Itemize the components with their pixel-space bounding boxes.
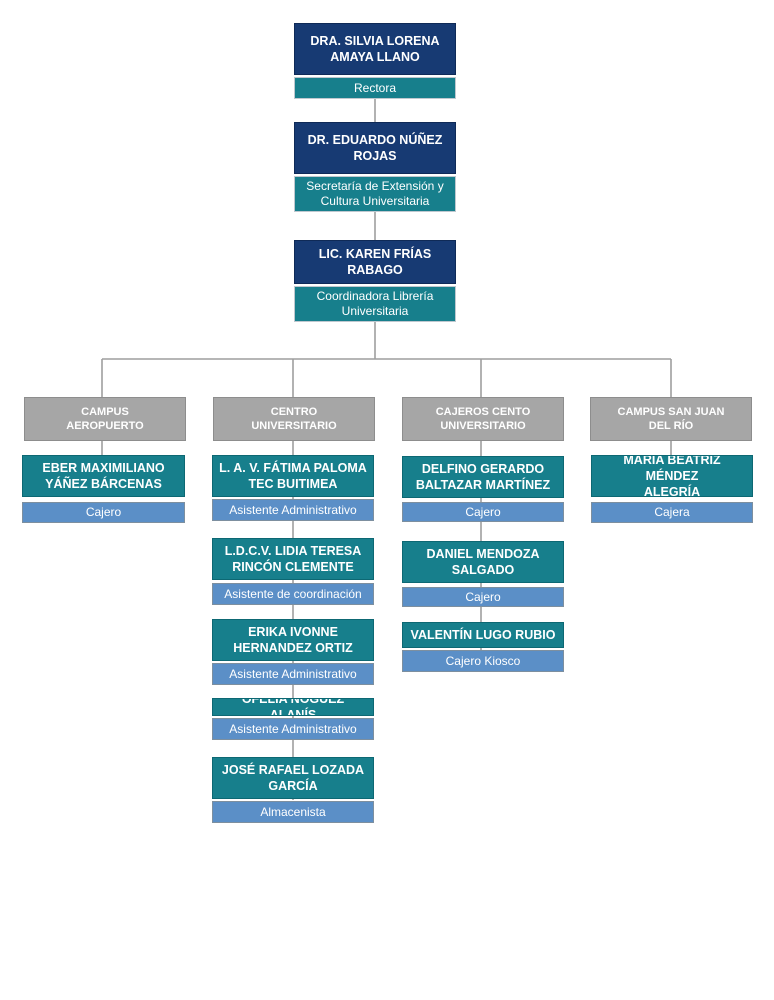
member-name: OFELIA NOGUEZ ALANÍS	[212, 698, 374, 716]
dept-campus-aeropuerto: CAMPUS AEROPUERTO	[24, 397, 186, 441]
member-name: DANIEL MENDOZA SALGADO	[402, 541, 564, 583]
member-role: Asistente Administrativo	[212, 663, 374, 685]
member-role: Almacenista	[212, 801, 374, 823]
dept-campus-san-juan: CAMPUS SAN JUAN DEL RÍO	[590, 397, 752, 441]
member-name: ERIKA IVONNE HERNANDEZ ORTIZ	[212, 619, 374, 661]
member-role: Cajero	[402, 502, 564, 522]
member-role: Asistente Administrativo	[212, 718, 374, 740]
member-name: EBER MAXIMILIANO YÁÑEZ BÁRCENAS	[22, 455, 185, 497]
member-role: Cajero Kiosco	[402, 650, 564, 672]
rectora-title: Rectora	[294, 77, 456, 99]
member-name: VALENTÍN LUGO RUBIO	[402, 622, 564, 648]
secretario-name: DR. EDUARDO NÚÑEZ ROJAS	[294, 122, 456, 174]
dept-centro-universitario: CENTRO UNIVERSITARIO	[213, 397, 375, 441]
dept-cajeros-centro: CAJEROS CENTO UNIVERSITARIO	[402, 397, 564, 441]
member-role: Asistente Administrativo	[212, 499, 374, 521]
coordinadora-title: Coordinadora Librería Universitaria	[294, 286, 456, 322]
member-role: Cajero	[402, 587, 564, 607]
member-name: DELFINO GERARDO BALTAZAR MARTÍNEZ	[402, 456, 564, 498]
member-role: Asistente de coordinación	[212, 583, 374, 605]
member-name: L. A. V. FÁTIMA PALOMA TEC BUITIMEA	[212, 455, 374, 497]
member-role: Cajera	[591, 502, 753, 523]
member-name: MARÍA BEATRIZ MÉNDEZ ALEGRÍA	[591, 455, 753, 497]
member-name: JOSÉ RAFAEL LOZADA GARCÍA	[212, 757, 374, 799]
rectora-name: DRA. SILVIA LORENA AMAYA LLANO	[294, 23, 456, 75]
member-name: L.D.C.V. LIDIA TERESA RINCÓN CLEMENTE	[212, 538, 374, 580]
secretario-title: Secretaría de Extensión y Cultura Univer…	[294, 176, 456, 212]
member-role: Cajero	[22, 502, 185, 523]
coordinadora-name: LIC. KAREN FRÍAS RABAGO	[294, 240, 456, 284]
